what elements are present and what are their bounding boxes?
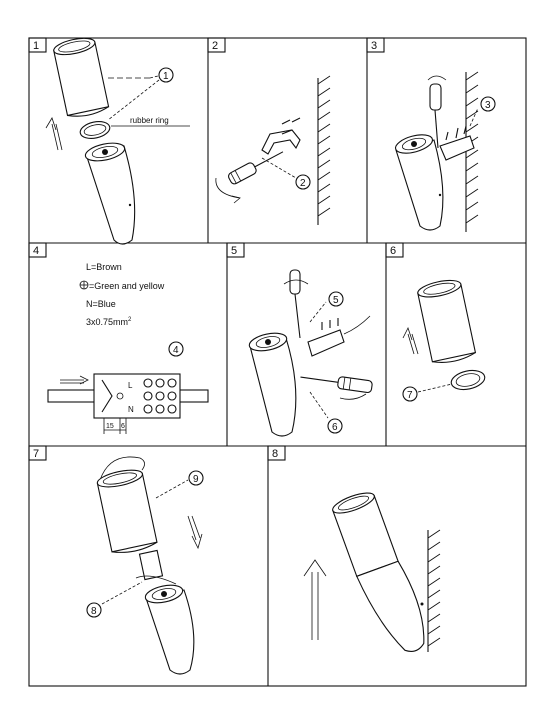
step-number-6: 6 [385, 242, 404, 258]
arrow-up-icon [303, 559, 327, 640]
rubber-ring [450, 369, 486, 391]
step-number-8: 8 [267, 445, 286, 461]
panel-5: 5 6 [248, 269, 373, 437]
terminal-block [93, 373, 181, 419]
step-number-7-text: 7 [33, 448, 39, 460]
screw-icons [281, 117, 301, 135]
screwdriver-icon [228, 151, 284, 185]
step-number-4-text: 4 [33, 245, 39, 257]
callout-6-text: 6 [332, 422, 338, 433]
panel-6: 7 [402, 279, 486, 402]
terminal-n: N [128, 405, 134, 414]
wall-hatch [317, 75, 331, 217]
step-number-1-text: 1 [33, 40, 39, 52]
panel-8 [303, 492, 441, 652]
terminal-l: L [128, 381, 133, 390]
step-number-5-text: 5 [231, 245, 237, 257]
callout-3-text: 3 [485, 100, 491, 111]
step-number-3-text: 3 [371, 40, 377, 52]
callout-1 [158, 67, 174, 83]
lamp-assembled [332, 492, 425, 652]
panel-2: 2 [215, 75, 331, 225]
cylinder-shade [53, 37, 110, 117]
cylinder-shade [96, 469, 158, 553]
callout-9 [188, 470, 204, 486]
step-number-7: 7 [28, 445, 47, 461]
rubber-ring-label: rubber ring [130, 116, 169, 125]
screwdriver-icon [283, 269, 309, 339]
wiring-ground: =Green and yellow [89, 281, 165, 291]
screwdriver-icon [427, 75, 447, 149]
panel-grid [28, 37, 527, 687]
screwdriver-icon [300, 376, 373, 394]
callout-2-text: 2 [300, 178, 306, 189]
callout-8 [86, 602, 102, 618]
callout-5-text: 5 [333, 295, 339, 306]
step-number-6-text: 6 [390, 245, 396, 257]
step-number-5: 5 [226, 242, 245, 258]
callout-8-text: 8 [91, 606, 97, 617]
junction-box [307, 329, 345, 357]
dim-15: 15 [106, 423, 114, 430]
callout-2 [295, 174, 311, 190]
lamp-body [85, 145, 136, 245]
cylinder-shade [417, 279, 477, 363]
panel-1: rubber ring 1 [45, 37, 190, 245]
terminal-screws [143, 378, 177, 414]
cable-spec-base: 3x0.75mm [86, 317, 128, 327]
callout-5 [328, 291, 344, 307]
step-number-1: 1 [28, 37, 47, 53]
callout-9-text: 9 [193, 474, 199, 485]
mounting-bracket [261, 129, 301, 155]
step-number-2-text: 2 [212, 40, 218, 52]
wiring-blue: N=Blue [86, 299, 116, 309]
step-number-4: 4 [28, 242, 47, 258]
ground-icon [79, 280, 89, 290]
junction-box [439, 135, 475, 161]
cable-spec-sup: 2 [128, 317, 132, 323]
callout-6 [327, 418, 343, 434]
rubber-ring [79, 121, 111, 139]
panel-7: 9 8 [86, 456, 204, 675]
step-number-8-text: 8 [272, 448, 278, 460]
arrow-up-icon [45, 117, 63, 151]
callout-4-text: 4 [173, 345, 179, 356]
dim-6: 6 [121, 423, 125, 430]
callout-3 [480, 96, 496, 112]
cable-spec: 3x0.75mm2 [86, 317, 132, 327]
step-number-3: 3 [366, 37, 385, 53]
callout-1-text: 1 [163, 71, 169, 82]
callout-4 [168, 341, 184, 357]
panel-4: L=Brown =Green and yellow N=Blue 3x0.75m… [47, 262, 209, 434]
arrow-down-icon [187, 515, 203, 550]
bulb [138, 549, 164, 581]
callout-7-text: 7 [407, 390, 413, 401]
callout-7 [402, 386, 418, 402]
wiring-brown: L=Brown [86, 262, 122, 272]
arrow-up-icon [402, 326, 419, 355]
panel-3: 3 [394, 71, 496, 232]
step-number-2: 2 [207, 37, 226, 53]
